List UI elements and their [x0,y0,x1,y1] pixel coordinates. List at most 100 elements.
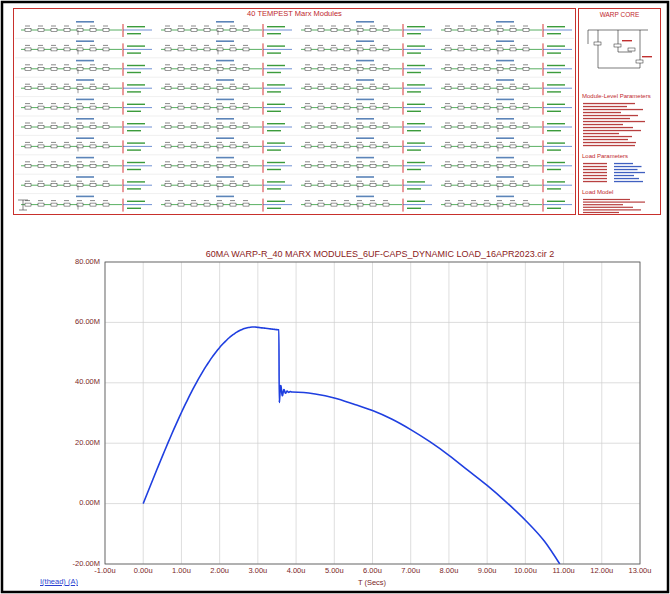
component-tag [318,64,323,65]
component-tag [445,200,450,201]
component-tag [243,26,248,27]
grid-line [105,382,640,383]
component-tag [243,84,248,85]
wire [21,165,122,166]
component-tag [484,161,489,162]
component-symbol [510,164,516,167]
component-tag [90,161,95,162]
marx-module [161,118,292,134]
component-tag [497,142,502,143]
component-symbol [471,106,477,109]
component-tag [165,84,170,85]
component-tag [90,84,95,85]
output-tag [407,162,425,163]
output-wire [543,146,572,147]
modules-panel: 40 TEMPEST Marx Modules [13,8,576,215]
component-symbol [344,203,350,206]
component-symbol [51,184,57,187]
component-symbol [38,87,44,90]
ground-lead [358,69,359,74]
component-tag [217,142,222,143]
module-tag [216,60,234,62]
component-symbol [25,145,31,148]
component-tag [484,103,489,104]
component-symbol [230,184,236,187]
component-tag [77,45,82,46]
component-tag [90,142,95,143]
output-wire [123,88,152,89]
output-tag [547,149,561,150]
switch-symbol [263,82,264,95]
component-symbol [178,106,184,109]
component-tag [77,84,82,85]
component-tag [178,103,183,104]
component-symbol [523,48,529,51]
y-axis-label: I(thead) (A) [40,578,78,587]
section-heading: Load Parameters [582,153,657,160]
component-symbol [103,48,109,51]
output-wire [263,49,292,50]
component-tag [383,200,388,201]
marx-module [301,40,432,56]
component-symbol [458,184,464,187]
output-tag [267,149,281,150]
module-tag [496,137,514,139]
module-tag [216,118,234,120]
component-symbol [484,203,490,206]
component-symbol [318,184,324,187]
parameter-value [614,172,645,173]
component-tag [178,142,183,143]
grid-line [525,262,526,564]
component-symbol [331,87,337,90]
marx-module [441,137,572,153]
output-tag [267,84,285,85]
output-wire [123,49,152,50]
component-tag [204,45,209,46]
component-symbol [165,164,171,167]
component-tag [331,64,336,65]
component-tag [77,123,82,124]
component-symbol [25,67,31,70]
component-symbol [383,29,389,32]
grid-line [372,262,373,564]
marx-module [301,60,432,76]
component-symbol [38,48,44,51]
component-tag [510,26,515,27]
parameter-line [583,124,623,125]
component-symbol [243,184,249,187]
component-symbol [383,203,389,206]
grid-line [296,262,297,564]
component-tag [497,64,502,65]
parameter-line [583,201,645,202]
grid-line [487,262,488,564]
component-tag [344,181,349,182]
component-symbol [445,126,451,129]
component-symbol [445,184,451,187]
output-wire [263,68,292,69]
chart [105,262,640,564]
component-tag [25,142,30,143]
module-tag [76,40,94,42]
marx-module [161,79,292,95]
component-tag [370,161,375,162]
switch-symbol [543,140,544,153]
component-symbol [370,184,376,187]
marx-module [301,196,432,212]
marx-module [301,79,432,95]
marx-module [161,99,292,115]
component-symbol [458,203,464,206]
component-tag [38,161,43,162]
output-tag [267,33,281,34]
output-wire [263,204,292,205]
component-tag [230,84,235,85]
component-symbol [383,164,389,167]
component-symbol [510,184,516,187]
marx-module [21,118,152,134]
switch-symbol [543,199,544,212]
switch-symbol [543,102,544,115]
wire [441,49,542,50]
output-tag [267,162,285,163]
output-tag [407,111,421,112]
component-tag [523,103,528,104]
